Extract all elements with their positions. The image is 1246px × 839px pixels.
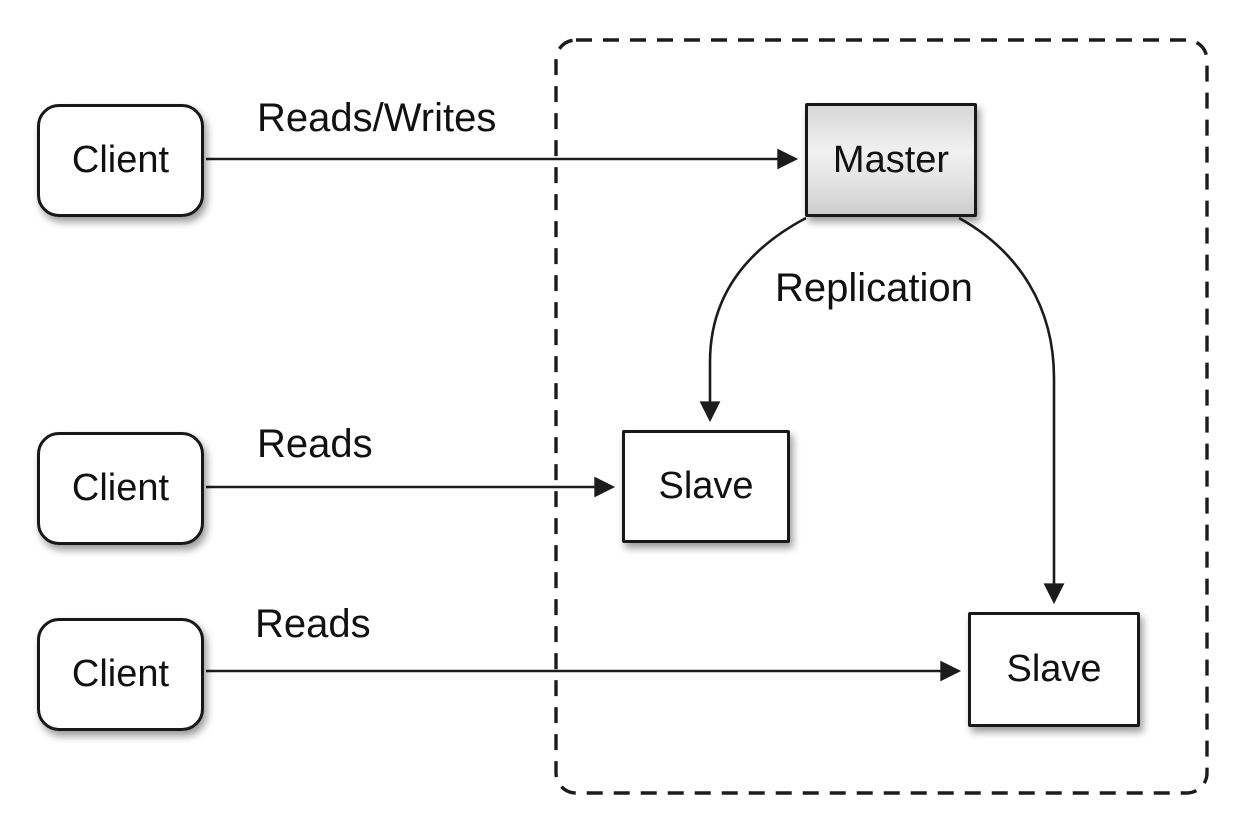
edge-label-replication: Replication	[775, 266, 973, 310]
edge-label-reads-middle: Reads	[257, 422, 373, 466]
node-slave-1-label: Slave	[658, 465, 754, 507]
node-client-2-label: Client	[71, 467, 170, 509]
node-client-1: Client	[37, 104, 204, 217]
node-master-label: Master	[832, 138, 950, 181]
node-slave-2-label: Slave	[1006, 648, 1102, 690]
node-master: Master	[805, 103, 977, 217]
node-client-2: Client	[37, 432, 204, 545]
node-client-3-label: Client	[71, 653, 170, 695]
arrow-master-to-slave2-replication	[958, 216, 1065, 605]
edge-label-reads-bottom: Reads	[255, 602, 371, 646]
replication-cluster-dashed-border	[554, 38, 1209, 795]
node-client-3: Client	[37, 618, 204, 731]
node-slave-1: Slave	[622, 430, 790, 543]
node-client-1-label: Client	[71, 139, 170, 181]
edge-label-reads-writes: Reads/Writes	[257, 96, 497, 140]
node-slave-2: Slave	[968, 612, 1140, 727]
arrow-master-to-slave1-replication	[699, 216, 807, 423]
